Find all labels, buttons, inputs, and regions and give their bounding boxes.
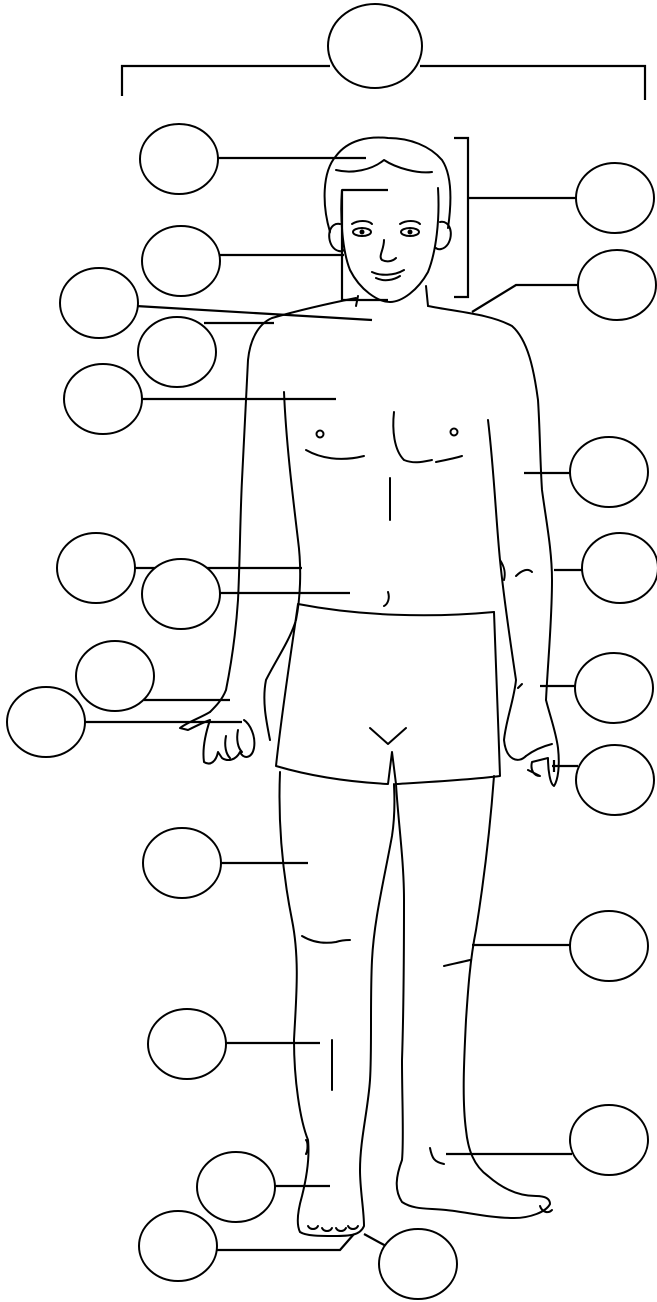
chest-left xyxy=(306,450,364,459)
right-leg xyxy=(396,776,550,1218)
waistband xyxy=(298,604,494,615)
label-neck-left xyxy=(60,268,138,338)
label-shoulder-right xyxy=(578,250,656,320)
label-head-bracket xyxy=(576,163,654,233)
navel-mark xyxy=(384,592,389,606)
label-head-top xyxy=(140,124,218,194)
label-hand-left xyxy=(7,687,85,757)
hair-outline xyxy=(325,138,451,232)
nose xyxy=(381,240,396,261)
label-elbow xyxy=(582,533,657,603)
label-face xyxy=(142,226,220,296)
label-thigh xyxy=(143,828,221,898)
label-navel xyxy=(142,559,220,629)
label-shin xyxy=(148,1009,226,1079)
label-shoulder-left xyxy=(138,317,216,387)
label-ankle-left xyxy=(197,1152,275,1222)
label-knee xyxy=(570,911,648,981)
chest-right xyxy=(436,456,462,462)
label-forearm xyxy=(575,653,653,723)
label-waist-side xyxy=(57,533,135,603)
label-chest xyxy=(64,364,142,434)
label-foot-sole xyxy=(379,1229,457,1299)
label-wrist-left xyxy=(76,641,154,711)
human-figure xyxy=(180,138,559,1236)
left-toes xyxy=(308,1226,358,1231)
left-hand xyxy=(180,712,254,764)
left-nipple xyxy=(317,431,324,438)
label-upper-arm xyxy=(570,437,648,507)
mouth xyxy=(372,270,404,275)
right-nipple xyxy=(451,429,458,436)
shorts xyxy=(276,604,500,784)
label-hand-right xyxy=(576,745,654,815)
right-hand xyxy=(528,700,559,786)
face-outline xyxy=(341,188,438,302)
leader-lines xyxy=(84,138,584,1250)
left-leg xyxy=(280,772,395,1236)
label-ankle-right xyxy=(570,1105,648,1175)
torso-right xyxy=(428,306,552,700)
label-whole-body xyxy=(328,4,422,88)
label-toes xyxy=(139,1211,217,1281)
